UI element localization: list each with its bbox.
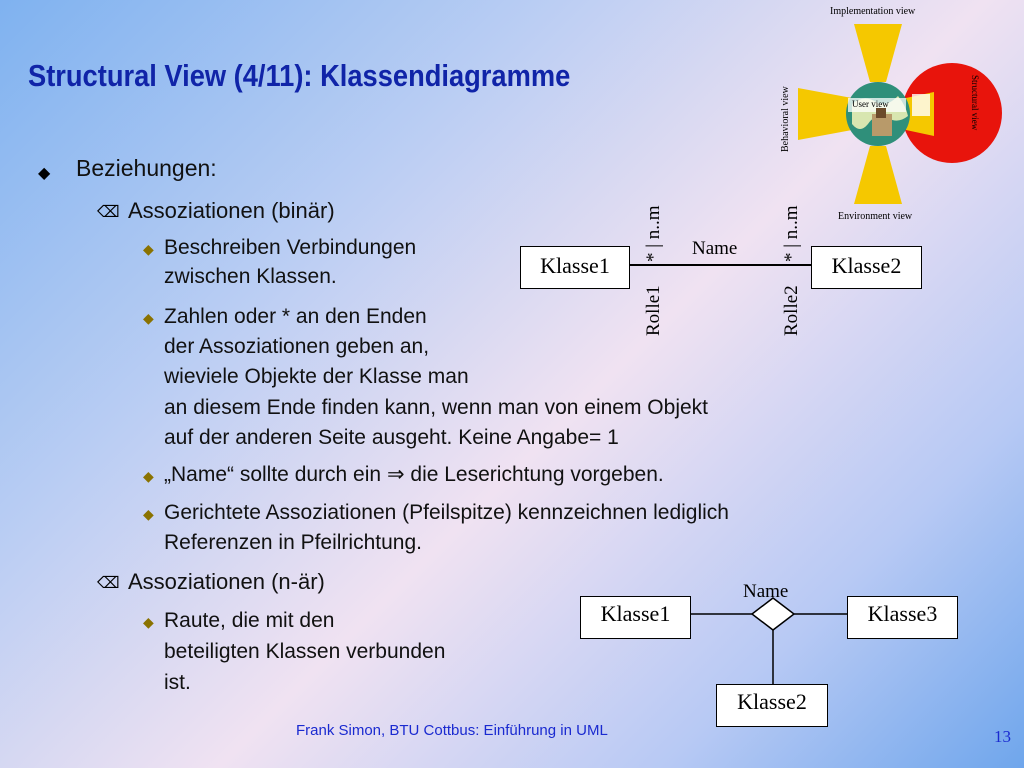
b2-line3: wieviele Objekte der Klasse man [164,365,469,388]
nary-association-lines [690,597,850,686]
role-1: Rolle1 [643,285,664,336]
bullet-erase-icon: ⌫ [97,575,120,592]
nary-association-name: Name [743,581,789,602]
b4-line2: Referenzen in Pfeilrichtung. [164,531,422,554]
b5-line1: Raute, die mit den [164,609,335,632]
bullet-erase-icon: ⌫ [97,204,120,221]
bullet-assoc-binary: Assoziationen (binär) [128,198,335,223]
b2-line2: der Assoziationen geben an, [164,335,430,358]
class-box-klasse3: Klasse3 [847,596,958,639]
b2-line4: an diesem Ende finden kann, wenn man von… [164,396,709,419]
binary-association-line [630,264,812,266]
b1-line2: zwischen Klassen. [164,265,337,288]
b4-line1: Gerichtete Assoziationen (Pfeilspitze) k… [164,501,729,524]
b5-line2: beteiligten Klassen verbunden [164,640,446,663]
page-number: 13 [994,727,1011,746]
b2-line1: Zahlen oder * an den Enden [164,305,427,328]
bullet-diamond-icon: ◆ [143,468,154,484]
bullet-diamond-icon: ◆ [143,310,154,326]
footer-text: Frank Simon, BTU Cottbus: Einführung in … [296,722,608,739]
top-triangle [854,24,902,82]
bullet-assoc-nary: Assoziationen (n-är) [128,569,325,594]
b2-line5: auf der anderen Seite ausgeht. Keine Ang… [164,426,619,449]
b1-line1: Beschreiben Verbindungen [164,236,417,259]
role-2: Rolle2 [781,285,802,336]
bullet-diamond-icon: ◆ [38,165,51,182]
multiplicity-2: * | n..m [781,205,802,262]
b3-line: „Name“ sollte durch ein ⇒ die Leserichtu… [164,460,664,490]
association-diamond [750,597,796,631]
views-icon [776,4,1006,226]
b3-post: die Leserichtung vorgeben. [410,463,664,486]
class-box-klasse1-nary: Klasse1 [580,596,691,639]
bullet-diamond-icon: ◆ [143,506,154,522]
class-box-klasse1: Klasse1 [520,246,630,289]
user-view-label: User view [852,99,889,109]
b5-line3: ist. [164,671,191,694]
implementation-view-label: Implementation view [830,6,916,17]
bullet-diamond-icon: ◆ [143,614,154,630]
bullet-beziehungen: Beziehungen: [76,155,217,181]
behavioral-view-label: Behavioral view [780,86,791,152]
structural-view-circle [902,63,1002,163]
class-box-klasse2: Klasse2 [811,246,922,289]
association-name: Name [692,238,738,259]
multiplicity-1: * | n..m [643,205,664,262]
page-title: Structural View (4/11): Klassendiagramme [28,58,571,93]
bottom-triangle [854,146,902,204]
class-box-klasse2-nary: Klasse2 [716,684,828,727]
b3-pre: „Name“ sollte durch ein [164,463,382,486]
structural-view-label: Structural view [970,75,980,131]
bullet-diamond-icon: ◆ [143,241,154,257]
left-triangle [798,88,852,140]
environment-view-label: Environment view [838,211,913,222]
implies-arrow-icon: ⇒ [386,463,405,486]
